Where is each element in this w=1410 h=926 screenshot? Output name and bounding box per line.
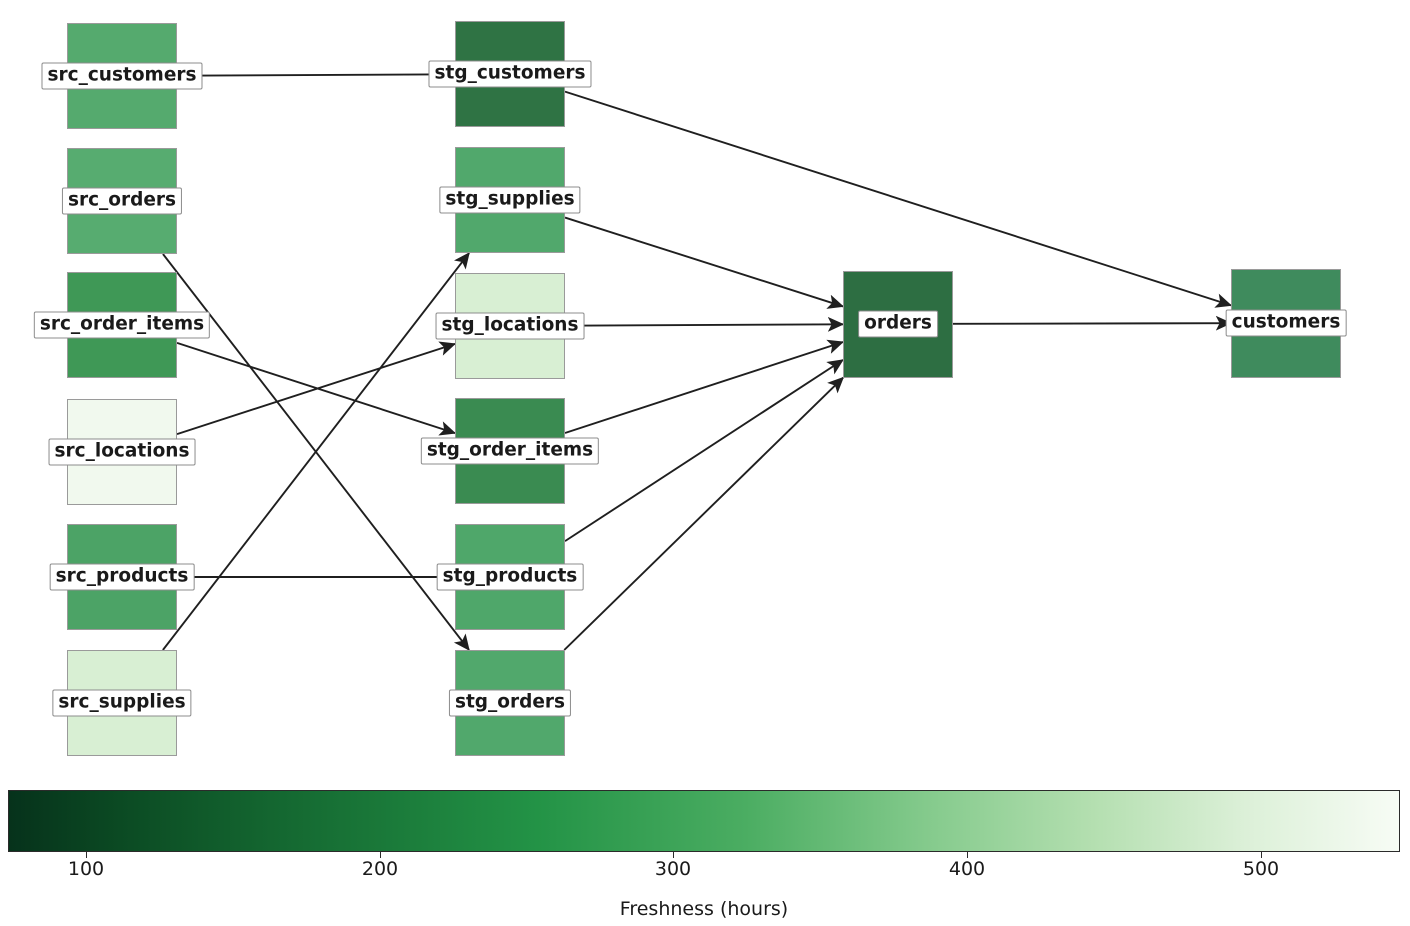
colorbar-axis-label: Freshness (hours) xyxy=(619,898,789,920)
colorbar-tick-200 xyxy=(380,852,381,858)
colorbar-tick-500 xyxy=(1261,852,1262,858)
node-label-stg_customers[interactable]: stg_customers xyxy=(428,60,592,88)
node-label-src_order_items[interactable]: src_order_items xyxy=(33,311,211,339)
node-label-src_products[interactable]: src_products xyxy=(49,563,195,591)
edge-src_locations-to-stg_locations xyxy=(176,341,457,436)
node-label-stg_orders[interactable]: stg_orders xyxy=(448,689,572,717)
edge-src_supplies-to-stg_supplies xyxy=(162,252,470,651)
edge-stg_customers-to-customers xyxy=(564,90,1233,308)
colorbar-ticklabel-500: 500 xyxy=(1242,858,1280,880)
node-label-src_locations[interactable]: src_locations xyxy=(48,438,196,466)
node-label-customers[interactable]: customers xyxy=(1225,309,1347,337)
edge-src_customers-to-stg_customers xyxy=(176,73,456,77)
edge-src_order_items-to-stg_order_items xyxy=(176,341,457,436)
colorbar-ticklabel-100: 100 xyxy=(67,858,105,880)
colorbar-ticklabel-400: 400 xyxy=(948,858,986,880)
colorbar-tick-100 xyxy=(86,852,87,858)
node-label-stg_order_items[interactable]: stg_order_items xyxy=(420,437,600,465)
colorbar-tick-300 xyxy=(673,852,674,858)
node-label-src_orders[interactable]: src_orders xyxy=(61,187,183,215)
colorbar[interactable] xyxy=(8,790,1400,858)
node-label-orders[interactable]: orders xyxy=(858,310,938,338)
node-label-stg_supplies[interactable]: stg_supplies xyxy=(439,186,581,214)
node-label-stg_products[interactable]: stg_products xyxy=(436,563,584,591)
node-label-stg_locations[interactable]: stg_locations xyxy=(435,312,585,340)
colorbar-ticklabel-300: 300 xyxy=(654,858,692,880)
edge-stg_order_items-to-orders xyxy=(564,339,845,434)
node-label-src_supplies[interactable]: src_supplies xyxy=(52,689,192,717)
node-label-src_customers[interactable]: src_customers xyxy=(41,62,203,90)
colorbar-tick-400 xyxy=(967,852,968,858)
edge-orders-to-customers xyxy=(952,315,1233,331)
edge-stg_orders-to-orders xyxy=(563,376,845,651)
colorbar-ticklabel-200: 200 xyxy=(361,858,399,880)
colorbar-gradient xyxy=(8,790,1400,852)
edge-stg_locations-to-orders xyxy=(564,316,845,332)
edge-stg_supplies-to-orders xyxy=(564,216,845,309)
edge-stg_products-to-orders xyxy=(564,359,844,542)
